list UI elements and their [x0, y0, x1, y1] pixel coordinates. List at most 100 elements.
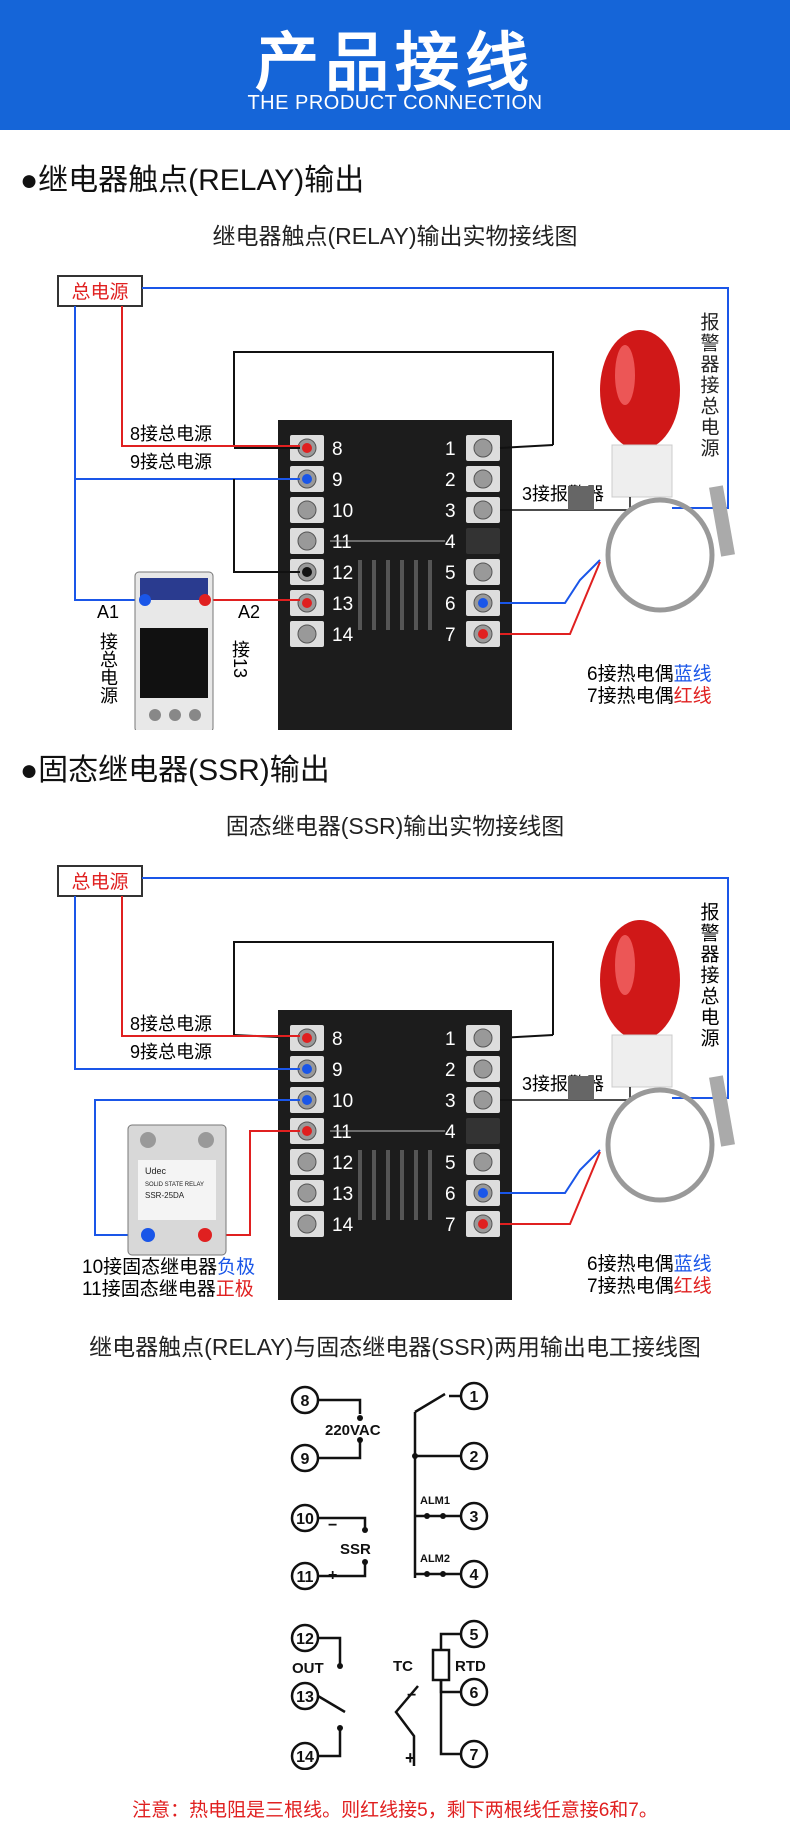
term-1: 1: [445, 435, 500, 461]
svg-text:7: 7: [445, 1215, 456, 1236]
alarm-power-label: 报警器接总电源: [698, 902, 720, 1049]
a2-sub: 接13: [230, 640, 250, 678]
a1-sub: 接总电源: [98, 632, 118, 705]
tc6-label: 6接热电偶蓝线: [587, 1253, 712, 1275]
svg-text:TC: TC: [393, 1658, 413, 1675]
svg-text:ALM2: ALM2: [420, 1553, 450, 1565]
ssr-wiring-diagram: 总电源 报警器接总电源 8 9 10 11 12 13 14 1 2 3 4 5…: [57, 865, 735, 1300]
svg-text:14: 14: [332, 625, 354, 646]
ssr-neg-label: 10接固态继电器负极: [82, 1256, 255, 1278]
svg-text:4: 4: [445, 532, 456, 553]
svg-text:SSR: SSR: [340, 1541, 371, 1558]
term-6: 6: [445, 1180, 500, 1206]
term-14: 14: [290, 621, 354, 647]
section-title-relay: ●继电器触点(RELAY)输出: [20, 164, 365, 197]
relay-wiring-diagram: 总电源 报警器接总电源 8 9 10 11 12 13 14 1 2 3 4 5…: [57, 275, 735, 730]
svg-text:Udec: Udec: [145, 1166, 167, 1176]
term-4: 4: [445, 1118, 500, 1144]
svg-text:4: 4: [470, 1567, 479, 1584]
svg-text:9: 9: [332, 1060, 343, 1081]
term-5: 5: [445, 1149, 500, 1175]
wire8-label: 8接总电源: [130, 424, 212, 444]
svg-text:OUT: OUT: [292, 1660, 324, 1677]
alarm-beacon-icon: [600, 330, 680, 498]
svg-text:9: 9: [332, 470, 343, 491]
svg-text:12: 12: [332, 1153, 353, 1174]
svg-text:SSR-25DA: SSR-25DA: [145, 1191, 185, 1200]
svg-text:4: 4: [445, 1122, 456, 1143]
svg-text:11: 11: [332, 532, 352, 553]
svg-text:10: 10: [332, 1091, 353, 1112]
term-8: 8: [290, 1025, 343, 1051]
svg-text:2: 2: [445, 470, 456, 491]
header-banner: 产品接线 THE PRODUCT CONNECTION: [0, 0, 790, 130]
diagram-title-ssr: 固态继电器(SSR)输出实物接线图: [225, 813, 565, 839]
term-10: 10: [290, 497, 353, 523]
power-label: 总电源: [71, 281, 128, 303]
svg-text:1: 1: [445, 439, 456, 460]
svg-text:12: 12: [332, 563, 353, 584]
term-4: 4: [445, 528, 500, 554]
term-12: 12: [290, 1149, 353, 1175]
term-13: 13: [290, 1180, 353, 1206]
svg-text:3: 3: [445, 501, 456, 522]
svg-text:1: 1: [445, 1029, 456, 1050]
svg-text:14: 14: [296, 1749, 314, 1766]
wire9-label: 9接总电源: [130, 452, 212, 472]
svg-text:SOLID STATE RELAY: SOLID STATE RELAY: [145, 1182, 204, 1188]
term-11: 11: [290, 528, 352, 554]
footnote: 注意：热电阻是三根线。则红线接5，剩下两根线任意接6和7。: [132, 1800, 658, 1821]
wire9-label: 9接总电源: [130, 1042, 212, 1062]
svg-text:RTD: RTD: [455, 1658, 486, 1675]
term-7: 7: [445, 1211, 500, 1237]
svg-text:−: −: [328, 1517, 337, 1534]
svg-text:13: 13: [332, 594, 353, 615]
ssr-pos-label: 11接固态继电器正极: [82, 1278, 254, 1300]
term-7: 7: [445, 621, 500, 647]
term-2: 2: [445, 1056, 500, 1082]
tc6-label: 6接热电偶蓝线: [587, 663, 712, 685]
diagram-title-relay: 继电器触点(RELAY)输出实物接线图: [212, 223, 578, 249]
term-3: 3: [445, 1087, 500, 1113]
term-3: 3: [445, 497, 500, 523]
alarm-power-label: 报警器接总电源: [698, 312, 720, 459]
svg-text:6: 6: [445, 1184, 456, 1205]
term-14: 14: [290, 1211, 354, 1237]
page-title: 产品接线: [255, 27, 535, 101]
wire8-label: 8接总电源: [130, 1014, 212, 1034]
term-6: 6: [445, 590, 500, 616]
schematic-title: 继电器触点(RELAY)与固态继电器(SSR)两用输出电工接线图: [89, 1334, 701, 1360]
svg-text:ALM1: ALM1: [420, 1495, 450, 1507]
svg-text:8: 8: [332, 439, 343, 460]
svg-text:3: 3: [445, 1091, 456, 1112]
svg-text:12: 12: [296, 1631, 314, 1648]
svg-text:7: 7: [470, 1747, 479, 1764]
power-box: [57, 275, 143, 307]
svg-text:11: 11: [297, 1569, 314, 1586]
term-1: 1: [445, 1025, 500, 1051]
svg-text:10: 10: [332, 501, 353, 522]
svg-text:220VAC: 220VAC: [325, 1422, 381, 1439]
svg-text:5: 5: [470, 1627, 479, 1644]
svg-text:6: 6: [470, 1685, 479, 1702]
svg-text:2: 2: [445, 1060, 456, 1081]
page-subtitle: THE PRODUCT CONNECTION: [247, 92, 543, 114]
term-2: 2: [445, 466, 500, 492]
svg-text:13: 13: [332, 1184, 353, 1205]
svg-text:1: 1: [470, 1389, 479, 1406]
contactor-icon: [134, 571, 214, 730]
a1-label: A1: [97, 602, 119, 622]
svg-text:3: 3: [470, 1509, 479, 1526]
alarm-beacon-icon: [600, 920, 680, 1088]
svg-text:10: 10: [296, 1511, 314, 1528]
solid-state-relay-icon: Udec SOLID STATE RELAY SSR-25DA: [127, 1124, 227, 1256]
svg-text:14: 14: [332, 1215, 354, 1236]
power-label: 总电源: [71, 871, 128, 893]
a2-label: A2: [238, 602, 260, 622]
svg-text:−: −: [407, 1687, 416, 1704]
tc7-label: 7接热电偶红线: [587, 685, 712, 707]
svg-text:9: 9: [301, 1451, 310, 1468]
svg-text:5: 5: [445, 563, 456, 584]
term-5: 5: [445, 559, 500, 585]
svg-text:7: 7: [445, 625, 456, 646]
